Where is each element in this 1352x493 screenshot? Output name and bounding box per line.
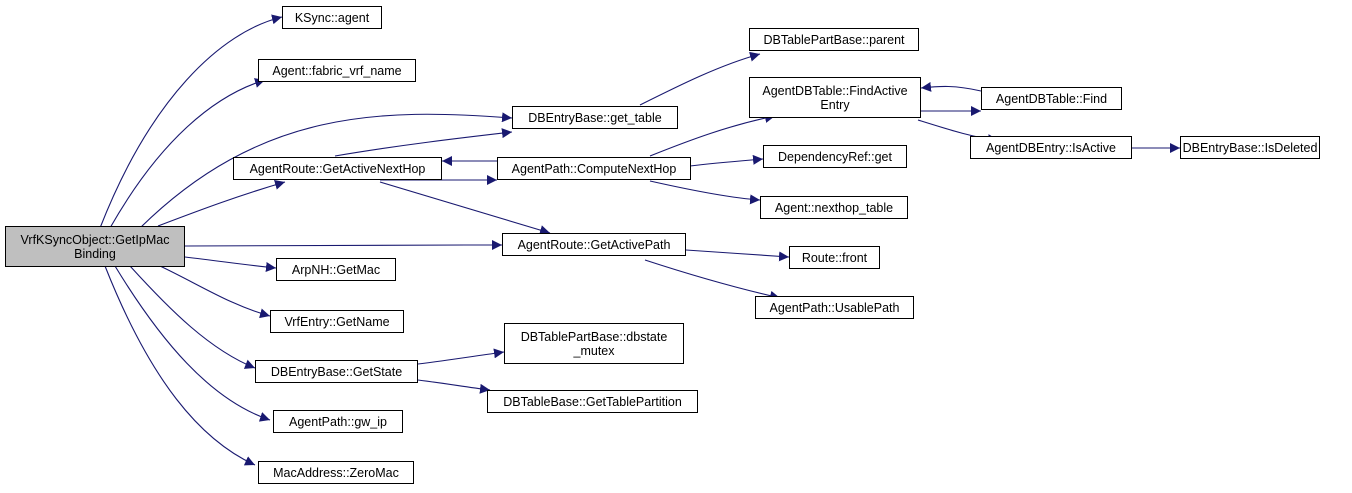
edge-compute-nexthop-to-nexthop-table <box>649 180 761 205</box>
node-ksync-agent[interactable]: KSync::agent <box>282 6 382 29</box>
edge-root-to-vrfentry-getname <box>159 265 271 319</box>
edge-root-to-getstate <box>129 265 256 369</box>
node-dependencyref-get[interactable]: DependencyRef::get <box>763 145 907 168</box>
node-agent-fabric-vrf-name[interactable]: Agent::fabric_vrf_name <box>258 59 416 82</box>
edge-root-to-fabric-vrf-name <box>109 78 266 229</box>
edge-get-active-path-to-usablepath <box>644 259 781 301</box>
node-vrfksyncobject-getipmacbinding[interactable]: VrfKSyncObject::GetIpMac Binding <box>5 226 185 267</box>
node-vrfentry-getname[interactable]: VrfEntry::GetName <box>270 310 404 333</box>
node-dbentrybase-isdeleted[interactable]: DBEntryBase::IsDeleted <box>1180 136 1320 159</box>
edge-get-active-nexthop-to-get-active-path <box>379 181 551 235</box>
edge-get-table-to-parent <box>639 51 761 106</box>
edge-root-to-ksync-agent <box>99 14 283 229</box>
edge-get-active-path-to-route-front <box>685 249 790 262</box>
node-dbtablepartbase-parent[interactable]: DBTablePartBase::parent <box>749 28 919 51</box>
edge-root-to-get-table <box>139 112 513 229</box>
node-agentroute-getactivepath[interactable]: AgentRoute::GetActivePath <box>502 233 686 256</box>
edge-root-to-zeromac <box>104 265 256 466</box>
node-agentpath-computenexthop[interactable]: AgentPath::ComputeNextHop <box>497 157 691 180</box>
node-agentpath-usablepath[interactable]: AgentPath::UsablePath <box>755 296 914 319</box>
node-dbtablepartbase-dbstate-mutex[interactable]: DBTablePartBase::dbstate _mutex <box>504 323 684 364</box>
edge-compute-nexthop-to-dependencyref-get <box>689 154 764 167</box>
node-arpnh-getmac[interactable]: ArpNH::GetMac <box>276 258 396 281</box>
node-route-front[interactable]: Route::front <box>789 246 880 269</box>
edge-root-to-arpnh-getmac <box>184 256 277 273</box>
node-agentroute-getactivenexthop[interactable]: AgentRoute::GetActiveNextHop <box>233 157 442 180</box>
node-agentdbentry-isactive[interactable]: AgentDBEntry::IsActive <box>970 136 1132 159</box>
node-agent-nexthop-table[interactable]: Agent::nexthop_table <box>760 196 908 219</box>
edge-compute-nexthop-to-find-active-entry <box>649 113 776 157</box>
edge-getstate-to-dbstate-mutex <box>417 348 505 365</box>
node-dbtablebase-gettablepartition[interactable]: DBTableBase::GetTablePartition <box>487 390 698 413</box>
node-agentdbtable-find[interactable]: AgentDBTable::Find <box>981 87 1122 110</box>
edge-agentdbtable-find-to-find-active-entry <box>920 81 982 92</box>
node-dbentrybase-getstate[interactable]: DBEntryBase::GetState <box>255 360 418 383</box>
edge-root-to-get-active-nexthop <box>157 179 286 227</box>
edge-getstate-to-gettablepartition <box>417 379 491 394</box>
node-agentpath-gw-ip[interactable]: AgentPath::gw_ip <box>273 410 403 433</box>
edge-get-active-nexthop-to-get-table <box>334 128 513 157</box>
edge-root-to-gw-ip <box>114 265 271 422</box>
edge-root-to-get-active-path <box>184 240 503 251</box>
node-dbentrybase-get-table[interactable]: DBEntryBase::get_table <box>512 106 678 129</box>
node-agentdbtable-findactiveentry[interactable]: AgentDBTable::FindActive Entry <box>749 77 921 118</box>
node-macaddress-zeromac[interactable]: MacAddress::ZeroMac <box>258 461 414 484</box>
